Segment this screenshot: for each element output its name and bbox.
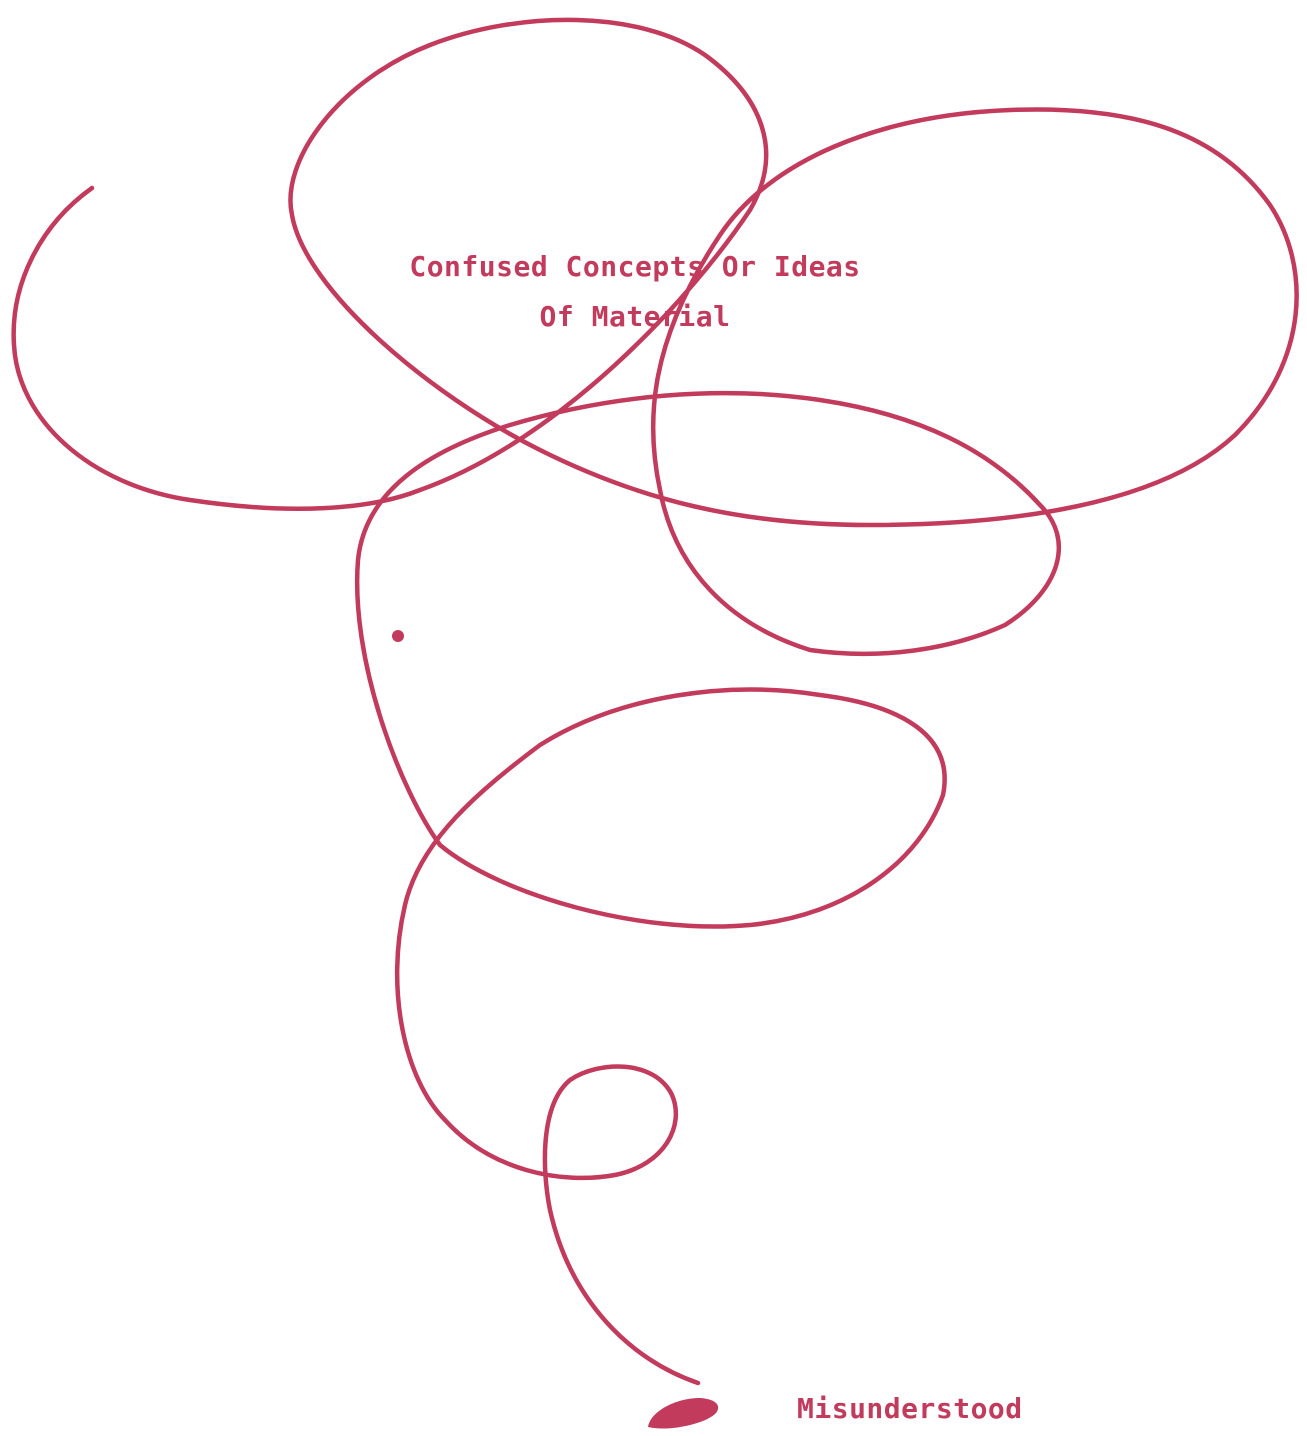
title-line-1: Confused Concepts Or Ideas — [0, 250, 1270, 283]
title-line-2: Of Material — [0, 300, 1270, 333]
tangled-scribble-line — [14, 20, 1297, 1383]
ink-dot — [392, 630, 404, 642]
bottom-label: Misunderstood — [797, 1392, 1023, 1425]
ink-blot — [648, 1398, 718, 1429]
